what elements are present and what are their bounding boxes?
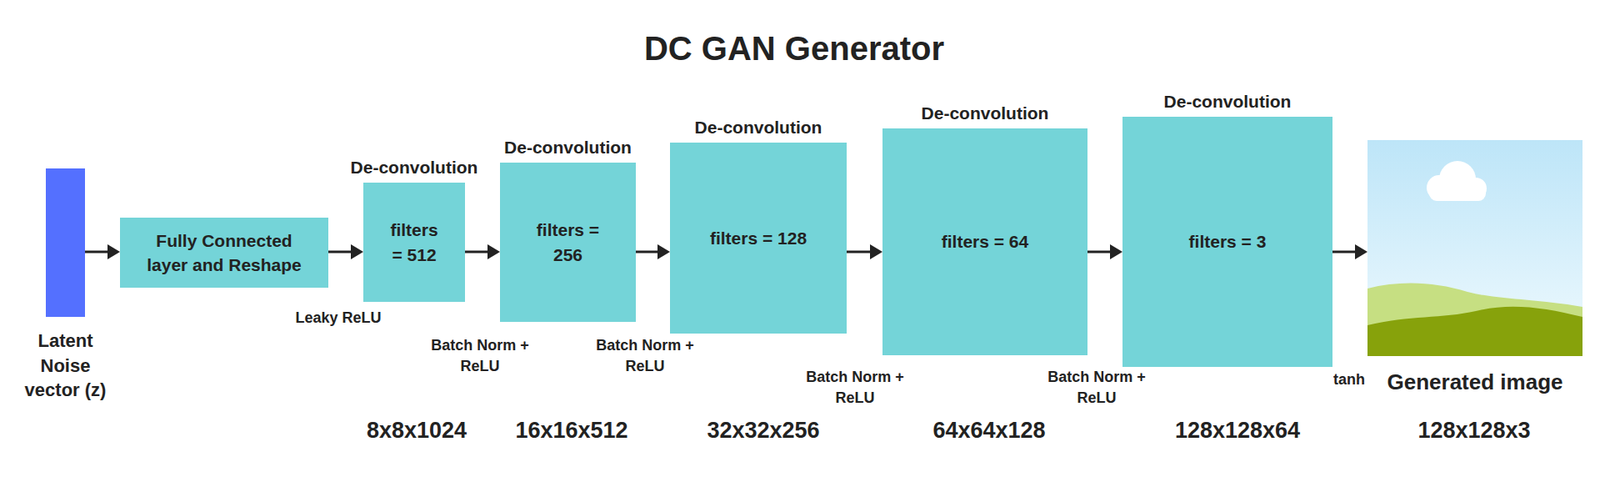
deconv-box: De-convolutionfilters = 512 <box>363 182 465 302</box>
generated-image: Generated image <box>1367 140 1583 356</box>
deconv-box: De-convolutionfilters = 128 <box>670 142 847 334</box>
layer-heading: De-convolution <box>695 117 823 138</box>
arrow-connector <box>465 244 500 260</box>
node-text: Fully Connected layer and Reshape <box>120 228 329 278</box>
activation-label: Batch Norm + ReLU <box>595 335 695 377</box>
arrow-connector <box>846 244 883 260</box>
node-text: filters = 3 <box>1122 229 1333 254</box>
landscape-illustration <box>1367 140 1583 356</box>
node-text: filters = 512 <box>363 217 465 267</box>
deconv-box: De-convolutionfilters = 256 <box>500 162 636 322</box>
tensor-shape: 8x8x1024 <box>366 415 467 447</box>
tensor-shape: 16x16x512 <box>515 415 628 447</box>
activation-label: Leaky ReLU <box>295 307 381 329</box>
arrow-connector <box>85 244 120 260</box>
arrow-connector <box>1087 244 1123 260</box>
activation-label: Batch Norm + ReLU <box>1047 366 1146 409</box>
arrow-connector <box>635 244 670 260</box>
arrow-connector <box>1332 244 1368 260</box>
tensor-shape: 128x128x3 <box>1417 415 1530 447</box>
latent-vector-bar: Latent Noise vector (z) <box>45 168 85 317</box>
activation-label: Batch Norm + ReLU <box>430 335 530 377</box>
node-text: filters = 128 <box>670 225 847 250</box>
layer-heading: De-convolution <box>350 157 479 178</box>
deconv-box: De-convolutionfilters = 64 <box>882 128 1088 355</box>
activation-label: tanh <box>1333 369 1365 390</box>
tensor-shape: 128x128x64 <box>1175 415 1300 447</box>
node-caption: Latent Noise vector (z) <box>15 328 116 403</box>
layer-heading: De-convolution <box>921 103 1050 124</box>
diagram-title: DC GAN Generator <box>644 30 945 68</box>
arrow-connector <box>328 244 364 260</box>
tensor-shape: 64x64x128 <box>932 415 1045 447</box>
node-text: filters = 64 <box>882 229 1088 254</box>
node-caption: Generated image <box>1350 367 1600 397</box>
deconv-box: De-convolutionfilters = 3 <box>1122 116 1333 367</box>
layer-heading: De-convolution <box>1164 91 1292 112</box>
fc-layer-box: Fully Connected layer and Reshape <box>120 217 329 288</box>
layer-heading: De-convolution <box>504 137 632 158</box>
activation-label: Batch Norm + ReLU <box>805 366 905 409</box>
node-text: filters = 256 <box>500 217 636 267</box>
tensor-shape: 32x32x256 <box>706 415 820 447</box>
